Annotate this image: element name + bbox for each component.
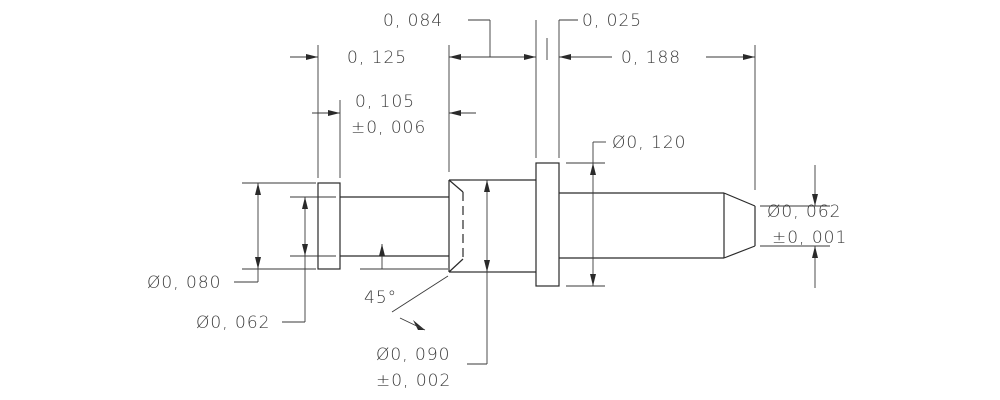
chamfer-angle: 45°	[364, 288, 397, 308]
dim-0-105-tolerance: ±0, 006	[351, 118, 426, 138]
dim-dia-0-080: Ø0, 080	[147, 273, 221, 293]
dim-dia-0-090: Ø0, 090	[376, 345, 450, 365]
dim-0-125: 0, 125	[347, 48, 407, 68]
dim-0-025: 0, 025	[582, 11, 642, 31]
dim-0-084: 0, 084	[383, 11, 443, 31]
dim-dia-0-090-tolerance: ±0, 002	[376, 371, 451, 391]
dim-dia-0-062-tip-tolerance: ±0, 001	[772, 228, 847, 248]
dim-0-105: 0, 105	[355, 92, 415, 112]
dimension-lines	[234, 19, 818, 365]
dim-0-188: 0, 188	[621, 48, 681, 68]
head-flange	[317, 182, 341, 270]
extension-lines	[242, 20, 830, 287]
dim-dia-0-062-shank: Ø0, 062	[196, 313, 270, 333]
dim-dia-0-120: Ø0, 120	[612, 133, 686, 153]
dimension-labels: 0, 084 0, 025 0, 125 0, 188 0, 105 ±0, 0…	[147, 11, 847, 391]
collar	[535, 162, 560, 287]
part-outline	[317, 162, 756, 287]
dim-dia-0-062-tip: Ø0, 062	[767, 202, 841, 222]
